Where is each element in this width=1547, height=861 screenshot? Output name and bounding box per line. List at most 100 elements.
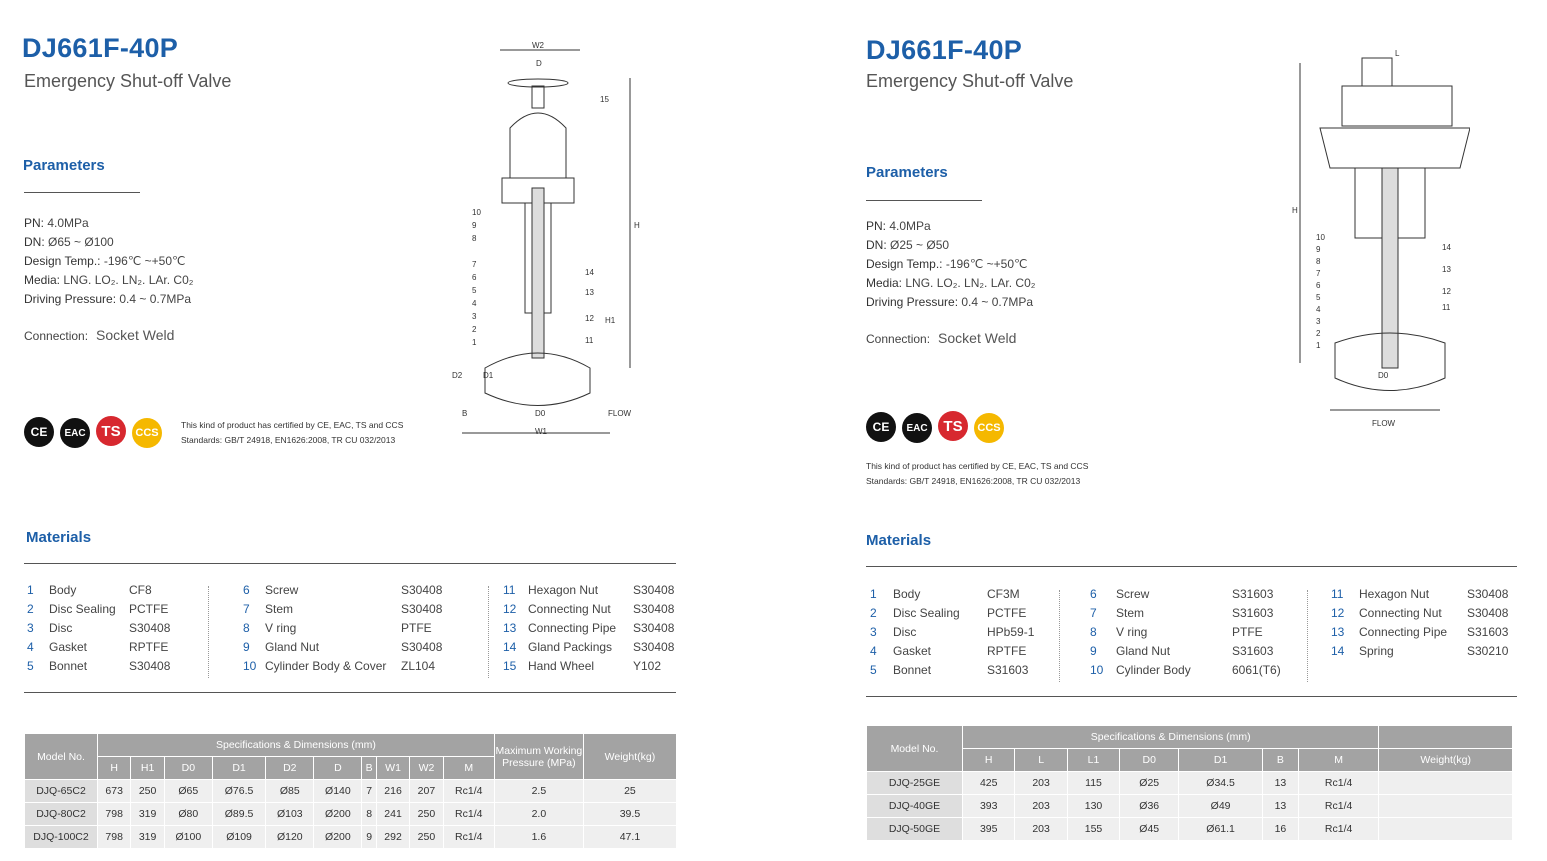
value-cell: 13 [1261,794,1299,818]
drawing-label: D2 [452,371,463,380]
param-label: Driving Pressure: [24,292,117,306]
drawing-label: 8 [472,234,477,243]
material-number: 14 [1331,644,1345,658]
value-cell: 250 [130,779,165,803]
drawing-label: 13 [585,288,594,297]
param-row: PN: 4.0MPa [866,217,1035,236]
column-header: H [96,756,132,780]
material-name: Gasket [893,644,932,658]
cert-text: This kind of product has certified by CE… [866,461,1089,471]
stem [1381,167,1399,369]
model-cell: DJQ-100C2 [24,825,98,849]
column-header: L [1014,748,1068,772]
column-header: H [961,748,1016,772]
drawing-label: D0 [1378,371,1389,380]
material-name: Connecting Nut [1359,606,1442,620]
material-material: S31603 [987,663,1029,677]
material-number: 8 [1090,625,1097,639]
material-material: S31603 [1232,644,1274,658]
material-material: S31603 [1232,606,1274,620]
drawing-label: 3 [1316,317,1321,326]
weight-header: Weight(kg) [582,733,678,780]
material-name: Disc [49,621,73,635]
value-cell: 203 [1014,771,1068,795]
param-label: Media: [24,273,61,287]
material-name: Cylinder Body & Cover [265,659,387,673]
drawing-label: H [1292,206,1298,215]
material-material: PCTFE [129,602,169,616]
drawing-label: 9 [472,221,477,230]
column-header: D1 [1178,748,1263,772]
material-number: 13 [1331,625,1345,639]
value-cell: Ø103 [265,802,315,826]
drawing-label: 8 [1316,257,1321,266]
material-number: 9 [1090,644,1097,658]
divider [24,192,140,193]
material-name: Stem [1116,606,1145,620]
spec-header: Specifications & Dimensions (mm) [961,725,1380,749]
drawing-label: 11 [585,336,594,345]
param-row: Media: LNG. LO₂. LN₂. LAr. C0₂ [866,274,1035,293]
value-cell: 393 [961,794,1016,818]
ccs-cert-logo: CCS [132,417,162,448]
drawing-label: W1 [535,427,548,436]
value-cell: 216 [375,779,411,803]
material-material: RPTFE [987,644,1027,658]
ts-cert-logo: TS [938,411,968,441]
cylinder-cover [509,112,567,179]
drawing-label: 1 [1316,341,1321,350]
column-header: D2 [265,756,315,780]
stem [531,187,545,359]
product-title: DJ661F-40P [22,33,179,63]
material-name: Connecting Nut [528,602,611,616]
value-cell: Ø140 [313,779,363,803]
material-number: 12 [1331,606,1345,620]
material-number: 7 [1090,606,1097,620]
column-header: M [1297,748,1380,772]
header-row: Model No.Specifications & Dimensions (mm… [24,733,678,780]
drawing-label: B [462,409,467,418]
spec-header: Specifications & Dimensions (mm) [97,733,495,757]
parameters-heading: Parameters [866,164,948,181]
material-number: 6 [243,583,250,597]
material-name: Gland Packings [528,640,613,654]
drawing-label: FLOW [1372,419,1396,428]
model-cell: DJQ-80C2 [24,802,98,826]
material-material: S30210 [1467,644,1509,658]
param-label: PN: [866,219,887,233]
material-material: S30408 [1467,587,1509,601]
column-header: H1 [130,756,165,780]
materials-heading: Materials [866,532,932,549]
value-cell: 39.5 [582,802,678,826]
drawing-label: L [1395,49,1400,58]
material-material: S30408 [401,602,443,616]
specs-table: Model No.Specifications & Dimensions (mm… [866,725,1513,841]
blank-header [1378,725,1513,749]
drawing-label: 10 [1316,233,1325,242]
value-cell: 7 [361,779,377,803]
drawing-label: D1 [483,371,494,380]
value-cell: Rc1/4 [442,802,495,826]
connection: Connection:Socket Weld [24,327,174,343]
material-material: S30408 [129,659,171,673]
material-material: PCTFE [987,606,1027,620]
material-name: Disc Sealing [49,602,116,616]
material-number: 8 [243,621,250,635]
connection-value: Socket Weld [96,327,175,343]
material-material: S30408 [633,640,675,654]
value-cell: Rc1/4 [1297,794,1380,818]
material-number: 2 [27,602,34,616]
drawing-label: 5 [1316,293,1321,302]
value-cell: 25 [582,779,678,803]
material-name: Body [893,587,921,601]
value-cell: Ø45 [1119,817,1180,841]
drawing-label: 5 [472,286,477,295]
connection-label: Connection: [866,332,931,346]
eac-cert-logo: EAC [902,413,932,443]
